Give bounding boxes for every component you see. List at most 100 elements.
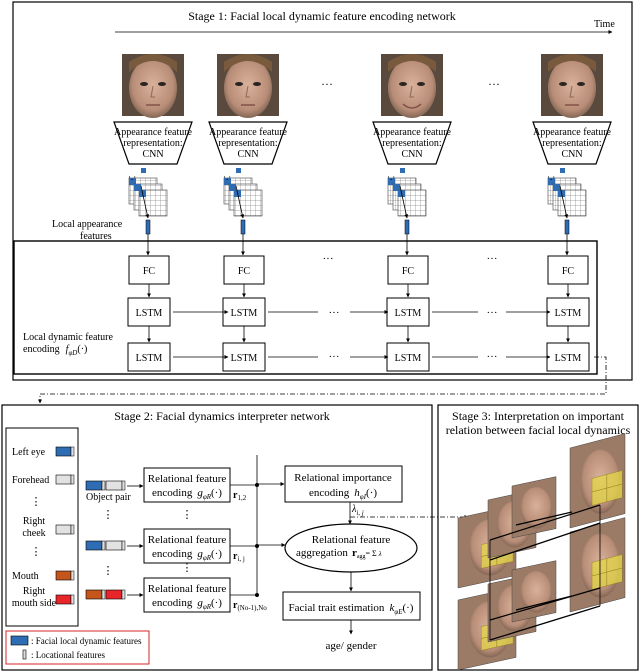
fc-box bbox=[128, 255, 170, 285]
fc-label: FC bbox=[238, 266, 251, 277]
object-pair-token bbox=[85, 589, 144, 600]
lstm-label: LSTM bbox=[395, 353, 422, 364]
feature-swatch bbox=[55, 474, 72, 485]
r-label: r1,2 bbox=[233, 490, 247, 502]
lstm-box bbox=[127, 297, 171, 327]
face-frame bbox=[569, 433, 626, 529]
cnn-block bbox=[113, 121, 193, 165]
lstm-box bbox=[546, 342, 590, 372]
feature-maps: ·.· bbox=[387, 168, 427, 217]
cnn-label: CNN bbox=[237, 149, 258, 160]
ellipsis-lstm2-1: ··· bbox=[329, 351, 340, 363]
cnn-label: Appearance feature bbox=[533, 127, 612, 138]
lstm-label: LSTM bbox=[231, 353, 258, 364]
fc-box bbox=[547, 255, 589, 285]
feature-label: Right bbox=[23, 516, 45, 527]
cnn-label: representation: bbox=[123, 138, 182, 149]
face-image bbox=[541, 54, 603, 118]
stage2-title: Stage 2: Facial dynamics interpreter net… bbox=[114, 409, 330, 423]
stage1-columns: Appearance featurerepresentation:CNN·.·F… bbox=[113, 54, 612, 372]
r-label: r(No-1),No bbox=[233, 600, 267, 612]
object-pairs bbox=[85, 480, 144, 600]
cnn-label: Appearance feature bbox=[209, 127, 288, 138]
time-label: Time bbox=[594, 19, 615, 30]
map-dots: ·.· bbox=[128, 172, 136, 182]
local-feature-vector bbox=[564, 219, 570, 235]
cnn-label: Appearance feature bbox=[373, 127, 452, 138]
local-appearance-label-2: features bbox=[80, 231, 112, 242]
lstm-box bbox=[546, 297, 590, 327]
cnn-label: representation: bbox=[382, 138, 441, 149]
stage3-title-1: Stage 3: Interpretation on important bbox=[452, 409, 625, 423]
legend-box bbox=[5, 630, 150, 665]
feature-swatch bbox=[55, 594, 72, 605]
frame-column: Appearance featurerepresentation:CNN·.·F… bbox=[113, 54, 193, 372]
cnn-label: CNN bbox=[401, 149, 422, 160]
relational-ellipsis: ⋮ bbox=[182, 562, 193, 574]
feature-label: Left eye bbox=[12, 447, 46, 458]
feature-label: cheek bbox=[22, 528, 45, 539]
pair-ellipsis-1: ⋮ bbox=[103, 509, 114, 521]
cnn-block bbox=[208, 121, 288, 165]
feature-ellipsis: ⋮ bbox=[31, 496, 42, 508]
face-frame bbox=[511, 560, 557, 623]
legend-swatch-blue bbox=[10, 635, 29, 646]
cnn-label: representation: bbox=[542, 138, 601, 149]
feature-swatch bbox=[55, 446, 72, 457]
lstm-label: LSTM bbox=[136, 353, 163, 364]
face-image bbox=[122, 54, 184, 118]
fc-label: FC bbox=[402, 266, 415, 277]
stage3-face-stack bbox=[457, 433, 626, 671]
ellipsis-fc-1: ··· bbox=[323, 253, 334, 265]
stage1-title: Stage 1: Facial local dynamic feature en… bbox=[188, 9, 456, 23]
feature-items: Left eyeForehead⋮Rightcheek⋮MouthRightmo… bbox=[12, 446, 75, 609]
encoding-panel bbox=[13, 240, 598, 375]
ellipsis-faces-2: ··· bbox=[488, 77, 500, 91]
local-feature-vector bbox=[145, 219, 151, 235]
relational-label: Relational feature bbox=[148, 583, 227, 595]
importance-box bbox=[284, 465, 403, 503]
legend-item-2: : Locational features bbox=[31, 650, 105, 660]
r-label: ri, j bbox=[233, 551, 245, 563]
importance-label-1: Relational importance bbox=[294, 472, 392, 484]
feature-label: Forehead bbox=[12, 475, 49, 486]
feature-maps: ·.· bbox=[128, 168, 168, 217]
ellipsis-lstm2-2: ··· bbox=[487, 351, 498, 363]
map-dots: ·.· bbox=[547, 172, 555, 182]
fc-label: FC bbox=[143, 266, 156, 277]
trait-box bbox=[282, 591, 421, 621]
feature-maps: ·.· bbox=[547, 168, 587, 217]
aggregation-label-1: Relational feature bbox=[312, 534, 391, 546]
ellipsis-lstm1-2: ··· bbox=[487, 307, 498, 319]
stage3-title-2: relation between facial local dynamics bbox=[446, 423, 631, 437]
lstm-label: LSTM bbox=[136, 308, 163, 319]
face-frame bbox=[569, 517, 626, 613]
local-appearance-label-1: Local appearance bbox=[52, 219, 123, 230]
feature-maps: ·.· bbox=[223, 168, 263, 217]
stage3-panel bbox=[437, 404, 639, 671]
object-pair-token bbox=[85, 480, 144, 491]
object-pair-label: Object pair bbox=[86, 492, 131, 503]
ellipsis-fc-2: ··· bbox=[487, 253, 498, 265]
lstm-label: LSTM bbox=[555, 308, 582, 319]
cnn-label: CNN bbox=[561, 149, 582, 160]
cnn-block bbox=[532, 121, 612, 165]
face-frame bbox=[511, 476, 557, 539]
legend-swatch-loc bbox=[22, 649, 27, 660]
legend-item-1: : Facial local dynamic features bbox=[31, 636, 142, 646]
feature-label: Mouth bbox=[12, 571, 39, 582]
lstm-box bbox=[222, 297, 266, 327]
